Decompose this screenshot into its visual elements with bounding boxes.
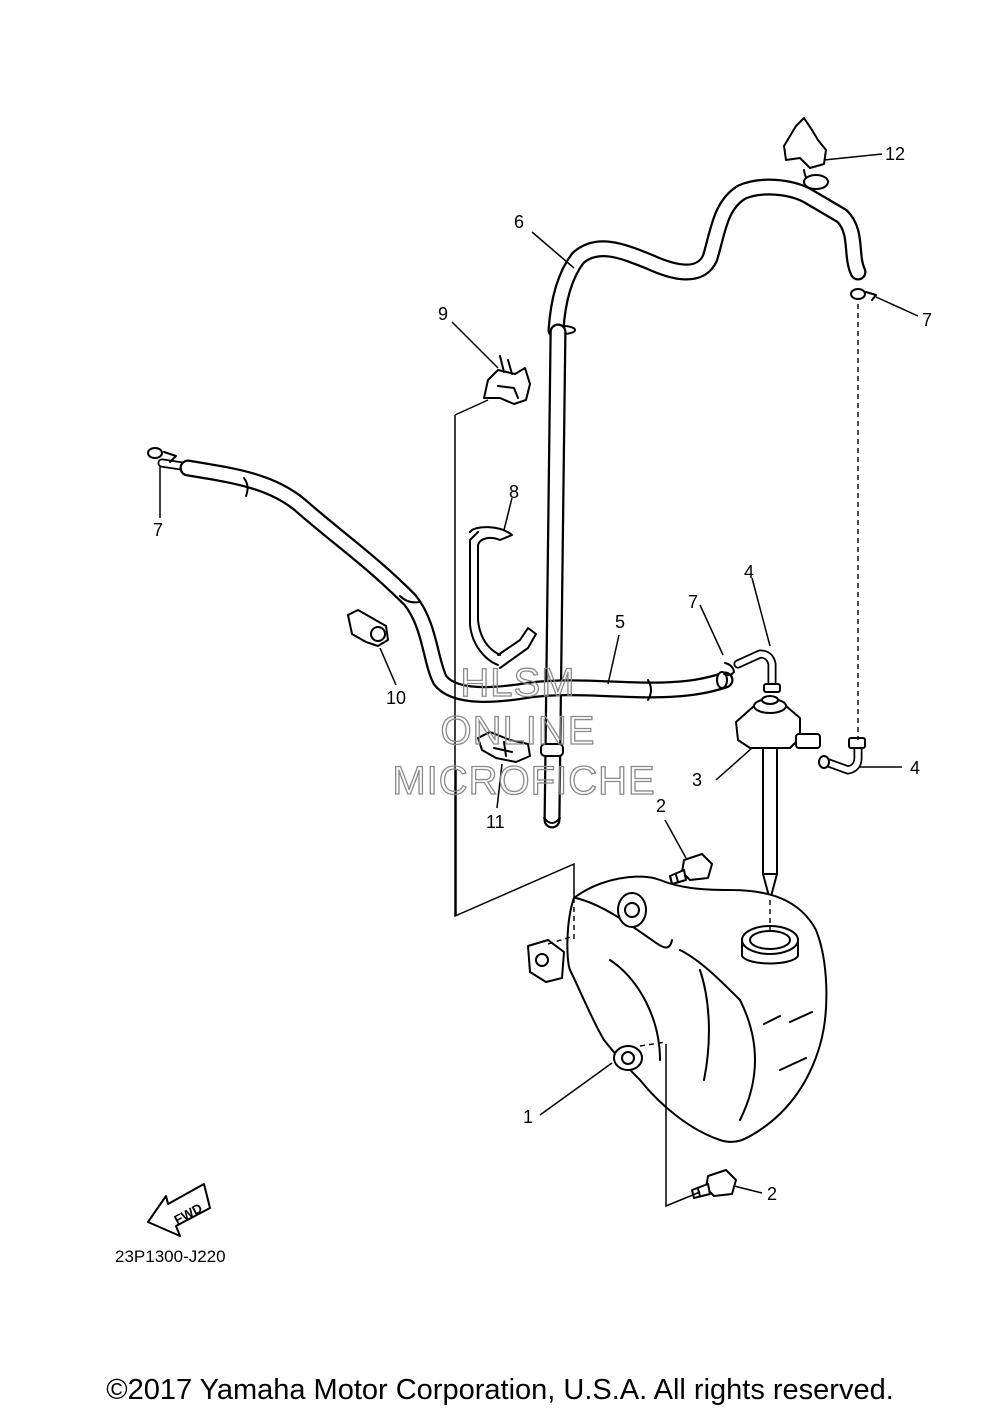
clip-9	[483, 355, 531, 405]
callout-11: 11	[486, 812, 505, 832]
leader-lines	[159, 153, 919, 1194]
clamp-10	[347, 609, 389, 647]
callout-3: 3	[692, 770, 702, 790]
clip-7-left	[147, 447, 177, 463]
callouts: 1 2 2 3 4 4 5 6 7 7 7 8 9 10 11 12	[153, 144, 932, 1204]
callout-7-right: 7	[922, 310, 932, 330]
callout-12: 12	[885, 144, 905, 164]
watermark-line-1: HLSM	[460, 661, 575, 705]
bolt-2-upper	[669, 853, 713, 885]
clip-12	[783, 117, 829, 190]
hose-5	[157, 458, 734, 703]
callout-5: 5	[615, 612, 625, 632]
watermark: HLSM ONLINE MICROFICHE	[392, 660, 656, 803]
callout-1: 1	[523, 1107, 533, 1127]
watermark-line-3: MICROFICHE	[392, 759, 655, 803]
clip-7-right	[850, 288, 877, 301]
callout-4-right: 4	[910, 758, 920, 778]
clip-7-mid	[723, 662, 735, 677]
callout-8: 8	[509, 482, 519, 502]
band-8	[469, 526, 537, 669]
fwd-arrow-icon: FWD	[147, 1183, 211, 1237]
watermark-line-2: ONLINE	[441, 709, 596, 753]
callout-6: 6	[514, 212, 524, 232]
callout-7-mid: 7	[688, 592, 698, 612]
callout-9: 9	[438, 304, 448, 324]
tank-1	[527, 875, 828, 1143]
hose-4-top	[733, 649, 781, 693]
diagram-code: 23P1300-J220	[115, 1247, 226, 1266]
copyright-notice: ©2017 Yamaha Motor Corporation, U.S.A. A…	[106, 1374, 894, 1406]
callout-2-upper: 2	[656, 796, 666, 816]
bolt-2-lower	[691, 1169, 737, 1199]
reference-lines	[454, 304, 859, 1208]
hose-6	[540, 178, 867, 829]
callout-4-top: 4	[744, 562, 754, 582]
callout-2-lower: 2	[767, 1184, 777, 1204]
clip-11	[477, 731, 531, 763]
callout-7-left: 7	[153, 520, 163, 540]
callout-10: 10	[386, 688, 406, 708]
hose-4-right	[821, 737, 866, 775]
fuel-cock-3	[735, 695, 830, 901]
